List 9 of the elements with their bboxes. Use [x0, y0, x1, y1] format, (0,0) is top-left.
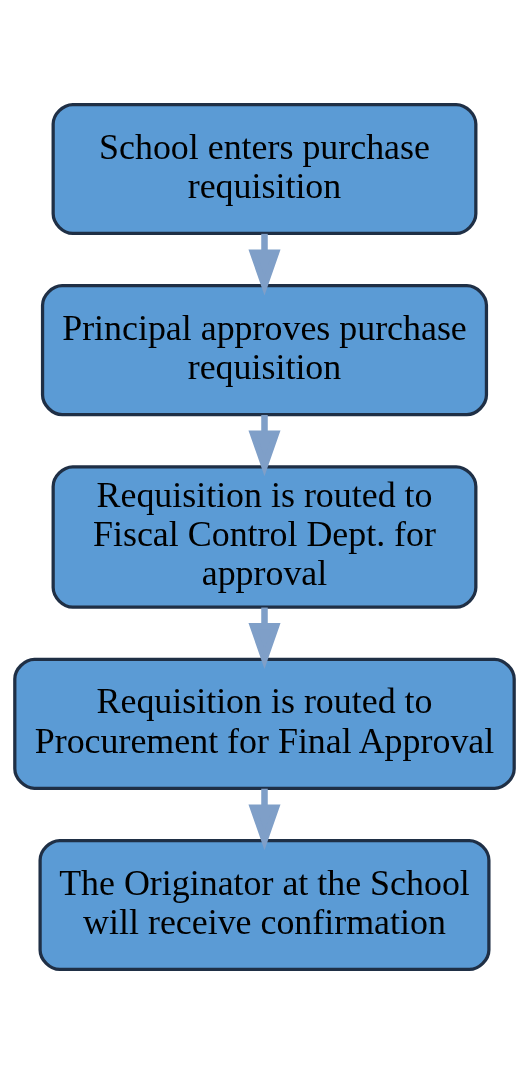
arrow	[248, 414, 281, 477]
node-box: Principal approves purchase requisition	[40, 284, 489, 417]
node-box: School enters purchase requisition	[51, 102, 478, 236]
node-box: Requisition is routed to Fiscal Control Dept. for approval	[51, 465, 478, 609]
arrow	[248, 233, 281, 296]
node-box: The Originator at the School will receive confirmation	[38, 838, 491, 972]
arrow	[248, 788, 281, 851]
node-box: Requisition is routed to Procurement for Final Approval	[13, 657, 516, 790]
arrow	[248, 607, 281, 669]
